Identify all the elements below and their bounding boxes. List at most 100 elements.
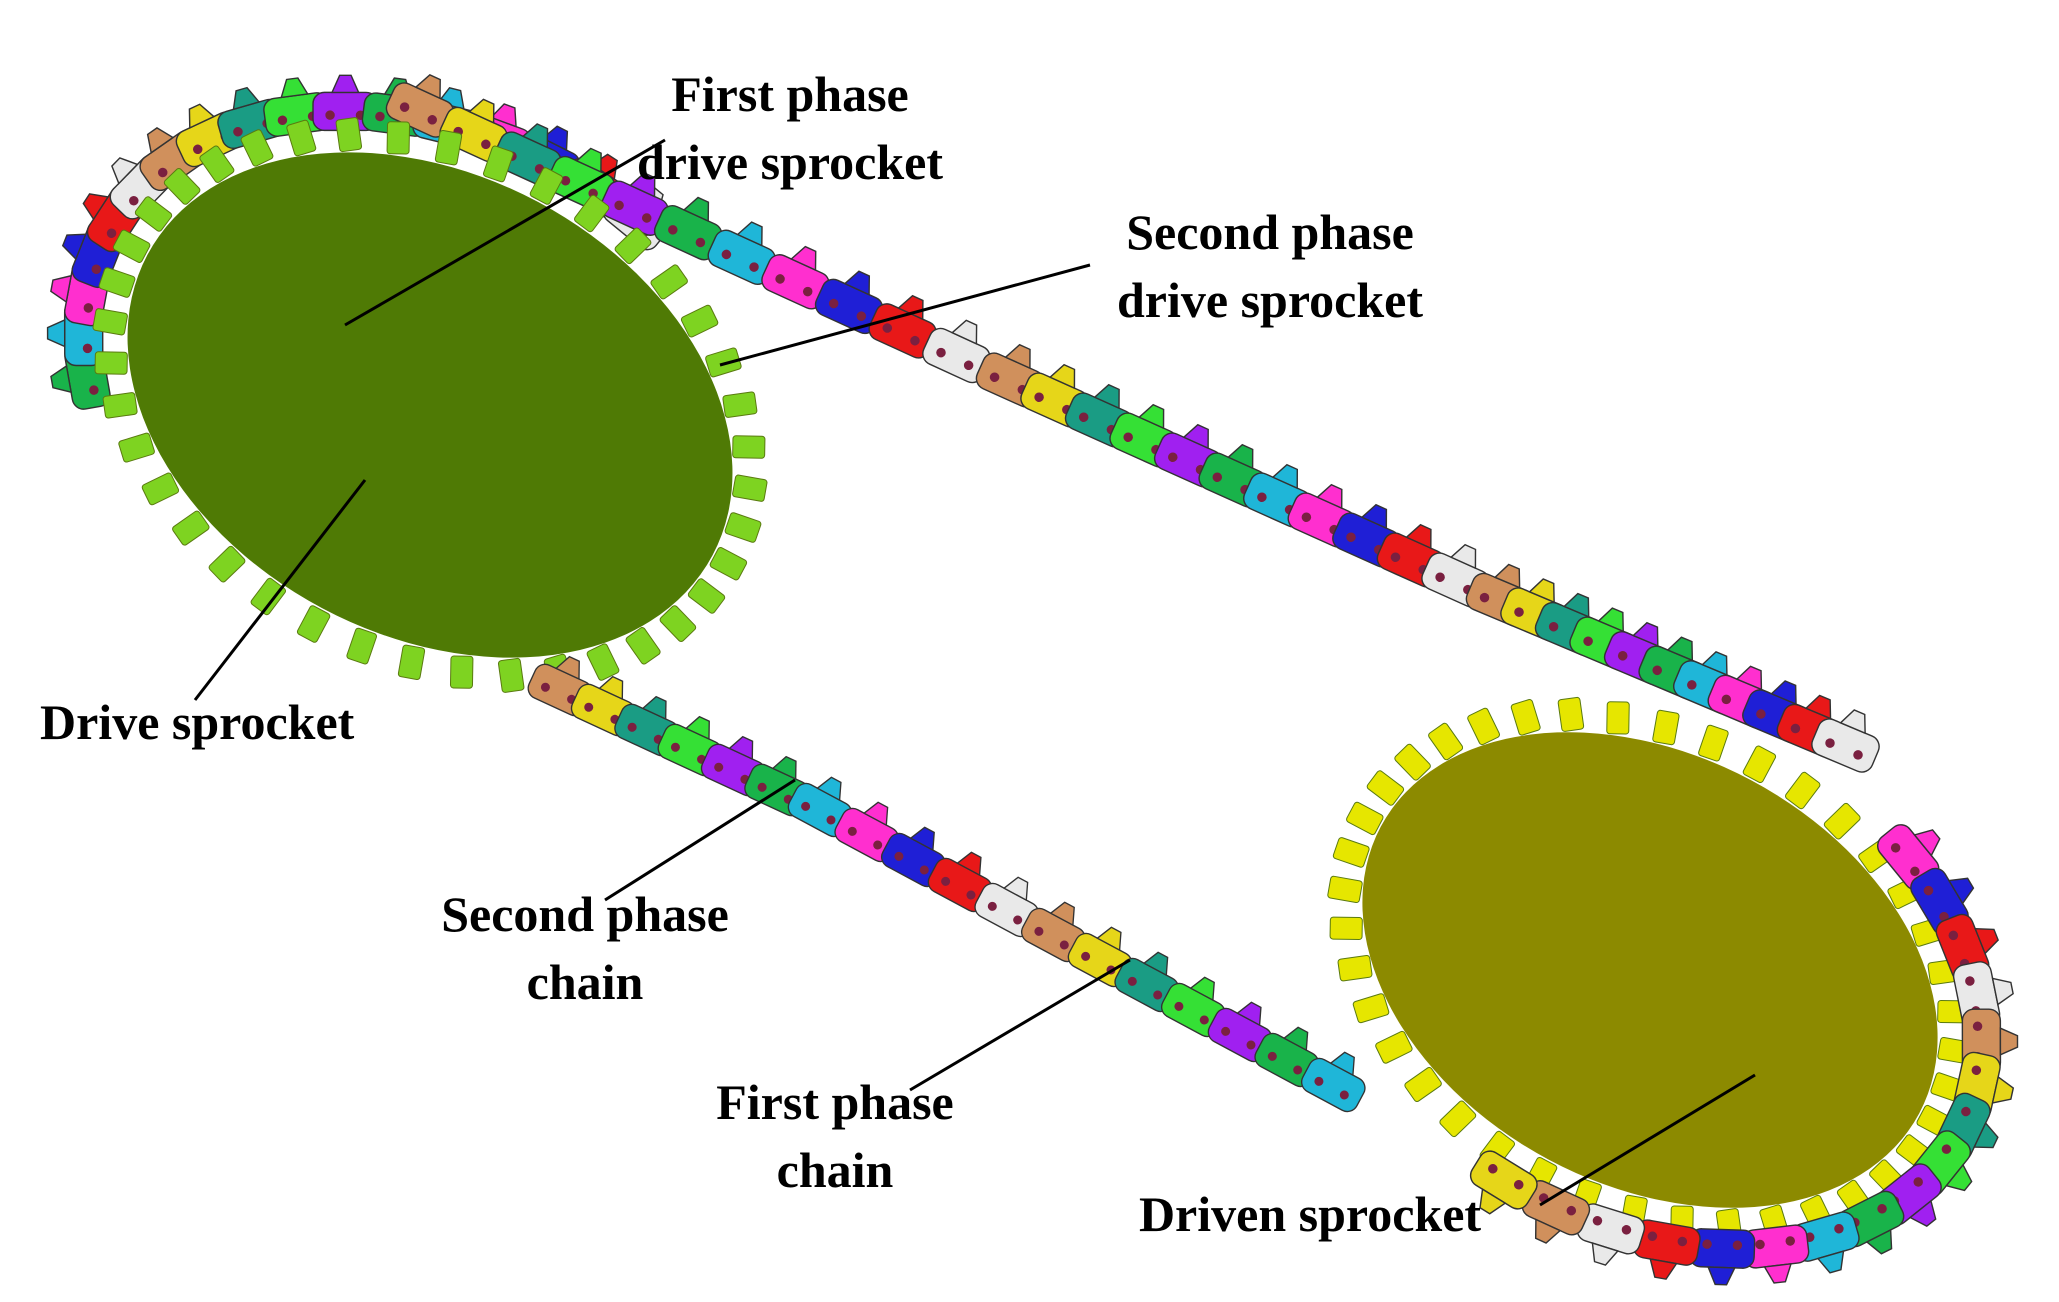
chain-link-tooth (1049, 901, 1075, 927)
label-first-phase-drive-sprocket: First phase drive sprocket (560, 60, 1020, 196)
chain-link-pin (1059, 940, 1069, 950)
chain-link (1576, 1203, 1646, 1266)
chain-link-pin (1034, 926, 1044, 936)
chain-link-tooth (1493, 563, 1521, 589)
chain-link (546, 147, 616, 212)
chain-link-tooth (1534, 1218, 1562, 1244)
chain-link-pin (1592, 1215, 1603, 1226)
chain-link-pin (1972, 1021, 1983, 1032)
label-first-phase-drive-sprocket-line2: drive sprocket (637, 134, 943, 190)
chain-link-tooth (111, 157, 139, 185)
chain-link-pin (1013, 915, 1023, 925)
sprocket-tooth (650, 264, 688, 300)
chain-link-pin (1617, 651, 1628, 661)
chain-link-tooth (1913, 829, 1941, 857)
chain-link-tooth (1282, 1026, 1309, 1052)
chain-link-tooth (1528, 578, 1555, 604)
chain-link-pin (192, 144, 203, 155)
chain-link-pin (1339, 1090, 1349, 1100)
chain-link-tooth (50, 364, 72, 394)
chain-link-pin (757, 782, 767, 792)
chain-link-tooth (61, 233, 87, 261)
chain-link-pin (1168, 452, 1178, 462)
chain-link-tooth (1770, 680, 1797, 706)
chain-link-pin (614, 200, 624, 211)
chain-link (1300, 1051, 1366, 1113)
chain-link-tooth (1316, 483, 1343, 510)
sprocket-tooth (705, 347, 742, 378)
chain-link-pin (1566, 1205, 1577, 1216)
chain-link-tooth (1973, 1121, 1999, 1149)
sprocket-tooth (1510, 699, 1541, 736)
sprocket-tooth (1557, 696, 1585, 732)
chain-link-pin (1267, 1051, 1277, 1061)
chain-link-tooth (1908, 1199, 1937, 1228)
chain-link (653, 196, 723, 261)
chain-link-tooth (1591, 1242, 1620, 1266)
sprocket-tooth (1428, 722, 1464, 761)
sprocket-tooth (1698, 724, 1729, 762)
chain-link-pin (801, 801, 811, 811)
sprocket-tooth (659, 605, 697, 643)
chain-link-pin (775, 274, 785, 284)
chain-link-tooth (1632, 621, 1659, 647)
chain-link (1469, 1150, 1538, 1215)
sprocket-tooth (250, 577, 287, 616)
sprocket-tooth (397, 644, 426, 680)
chain-link-pin (1971, 1065, 1982, 1075)
chain-link-tooth (843, 270, 871, 296)
chain-link-pin (1390, 552, 1401, 562)
sprocket-tooth (199, 145, 235, 183)
chain-link-tooth (1597, 607, 1624, 633)
chain-link-pin (1078, 412, 1089, 422)
sprocket-tooth (134, 196, 173, 232)
chain-link-pin (481, 139, 491, 150)
chain-link-tooth (1839, 709, 1866, 735)
chain-link-pin (641, 213, 652, 223)
sprocket-tooth (732, 435, 766, 459)
sprocket-tooth (92, 308, 128, 336)
chain-link-tooth (1002, 876, 1029, 902)
chain-link-tooth (629, 172, 656, 198)
sprocket-tooth (483, 145, 514, 183)
chain-link-tooth (1865, 1228, 1893, 1255)
chain-link-tooth (1096, 926, 1122, 952)
leader-drive-sprocket (193, 479, 367, 701)
sprocket-tooth (1467, 707, 1500, 746)
label-second-phase-chain-line2: chain (526, 954, 644, 1010)
chain-link-tooth (1763, 1263, 1793, 1284)
sprocket-tooth (1606, 701, 1630, 735)
chain-link-tooth (909, 826, 935, 852)
chain-link-pin (941, 876, 951, 886)
sprocket-tooth (1439, 1100, 1477, 1138)
sprocket-tooth (1652, 709, 1680, 746)
chain-link-pin (1965, 976, 1975, 986)
chain-link-pin (1687, 680, 1697, 690)
chain-link-tooth (541, 125, 569, 152)
chain-link-tooth (1137, 403, 1165, 430)
sprocket-tooth (573, 194, 610, 233)
chain-link (1160, 976, 1226, 1038)
chain-link-tooth (816, 776, 842, 802)
sprocket-tooth (346, 627, 377, 665)
chain-link-pin (1702, 1239, 1712, 1249)
chain-link-pin (966, 890, 976, 900)
chain-link-tooth (1991, 1075, 2015, 1104)
chain-link-pin (828, 298, 839, 309)
chain-link-pin (1755, 1239, 1765, 1250)
sprocket-tooth (386, 121, 411, 155)
chain-link (834, 801, 900, 863)
label-second-phase-drive-sprocket-line1: Second phase (1126, 204, 1414, 260)
chain-link (1811, 709, 1880, 773)
chain-link-tooth (414, 73, 441, 100)
chain-link-pin (1732, 1240, 1743, 1250)
chain-link-tooth (1142, 951, 1169, 977)
chain-link-tooth (771, 755, 797, 780)
chain-link-pin (1621, 1225, 1632, 1235)
chain-link-pin (1153, 990, 1163, 1000)
chain-link-pin (1877, 1204, 1887, 1214)
chain-link-pin (1293, 1065, 1303, 1075)
chain-link (439, 98, 508, 163)
label-second-phase-chain: Second phase chain (385, 880, 785, 1016)
chain-link-tooth (956, 851, 982, 877)
